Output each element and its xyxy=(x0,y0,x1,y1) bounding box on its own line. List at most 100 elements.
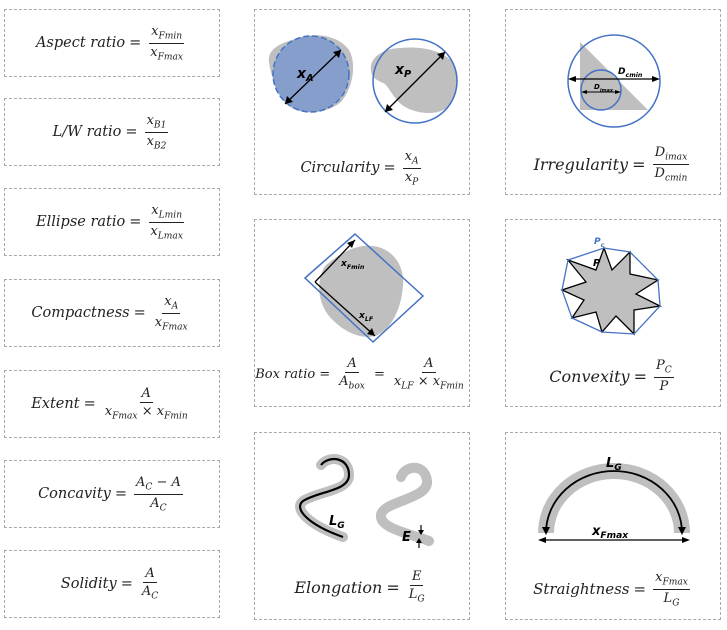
denominator: P xyxy=(659,378,669,394)
formula-name: Compactness xyxy=(31,305,130,321)
numerator: xFmin xyxy=(149,23,185,44)
particle-shape xyxy=(319,245,404,337)
denominator: xP xyxy=(404,169,419,188)
convexity-card: Pc​ P Convexity= PCP xyxy=(505,219,721,407)
label-xlf: xLF​ xyxy=(358,311,374,323)
formula-name: Extent xyxy=(31,396,80,412)
denominator: xFmax xyxy=(150,44,184,63)
formula-name: Concavity xyxy=(38,486,111,502)
convex-hull xyxy=(561,247,661,335)
arrowhead xyxy=(347,240,355,248)
numerator: xFmax xyxy=(653,569,690,590)
numerator: A xyxy=(345,356,359,374)
numerator: xA xyxy=(402,148,421,169)
convexity-diagram: Pc​ P xyxy=(560,237,663,336)
diameter-arrow xyxy=(284,49,342,105)
label-dcmin: Dcmin​ xyxy=(618,67,643,79)
denominator: Abox xyxy=(339,374,365,392)
label-xfmin: xFmin​ xyxy=(340,259,365,271)
formula-name: Ellipse ratio xyxy=(36,214,126,230)
box-ratio-diagram: xFmin​ xLF​ xyxy=(303,232,425,344)
arrowhead xyxy=(285,96,293,104)
arrowhead xyxy=(542,527,550,535)
arrowhead xyxy=(581,90,587,94)
particle-shape xyxy=(560,246,663,336)
numerator: A xyxy=(143,566,157,584)
denominator: AC xyxy=(141,584,159,602)
formula-name: Irregularity xyxy=(533,154,629,174)
particle-shape xyxy=(580,42,648,110)
denominator: xB2 xyxy=(146,133,167,152)
numerator: xB1 xyxy=(144,112,169,133)
straightness-diagram: LG​ xFmax​ xyxy=(538,456,690,543)
denominator: xFmax × xFmin xyxy=(104,404,188,422)
denominator: LG xyxy=(408,587,425,605)
label-lg: LG​ xyxy=(606,456,622,473)
formula-name: Convexity xyxy=(549,366,630,386)
formula-name: Box ratio xyxy=(255,366,316,382)
label-xp: xP​ xyxy=(394,62,412,80)
perimeter-equivalent-circle xyxy=(372,38,458,124)
numerator: AC − A xyxy=(134,474,183,495)
elongation-card: LG​ E Elongation= ELG xyxy=(254,432,470,620)
label-xa: xA​ xyxy=(296,66,314,84)
denominator: AC xyxy=(150,495,167,514)
formula-name: Solidity xyxy=(60,576,117,592)
feret-min-arrow xyxy=(314,239,356,283)
formula-name: L/W ratio xyxy=(52,124,122,140)
arrowhead xyxy=(615,90,621,94)
circularity-diagram: xA​ xP​ xyxy=(268,35,458,124)
formula-name: Straightness xyxy=(533,580,630,598)
arrowhead xyxy=(333,50,341,58)
arrowhead xyxy=(568,76,576,82)
particle-shape xyxy=(370,47,458,113)
formula-name: Aspect ratio xyxy=(35,35,126,51)
circumscribed-circle xyxy=(567,34,661,128)
irregularity-diagram: Dcmin​ Dimax​ xyxy=(567,34,661,128)
bounding-box xyxy=(303,232,425,344)
numerator: xLmin xyxy=(149,202,185,223)
arrowhead xyxy=(437,52,445,60)
denominator: Dcmin xyxy=(654,165,688,184)
label-lg: LG​ xyxy=(329,514,345,531)
geodesic-length-arc xyxy=(545,470,683,534)
numerator: E xyxy=(409,569,424,587)
elongation-diagram: LG​ E xyxy=(295,454,434,548)
denominator: LG xyxy=(663,590,680,609)
numerator: xA xyxy=(162,293,181,314)
geodesic-length-line xyxy=(299,457,351,539)
label-dimax: Dimax​ xyxy=(594,83,614,94)
denominator: xLmax xyxy=(150,223,183,242)
denominator: xLF × xFmin xyxy=(393,374,464,392)
length-feret-arrow xyxy=(314,281,376,337)
arrowhead xyxy=(538,537,546,543)
arrowhead xyxy=(385,104,393,112)
arrowhead xyxy=(682,537,690,543)
denominator: xFmax xyxy=(154,314,188,333)
diameter-arrow xyxy=(384,51,446,113)
arrowhead xyxy=(652,76,660,82)
label-pc: Pc​ xyxy=(594,237,605,249)
label-p: P xyxy=(593,258,601,269)
numerator: PC xyxy=(653,358,674,378)
arrowhead xyxy=(416,538,422,543)
